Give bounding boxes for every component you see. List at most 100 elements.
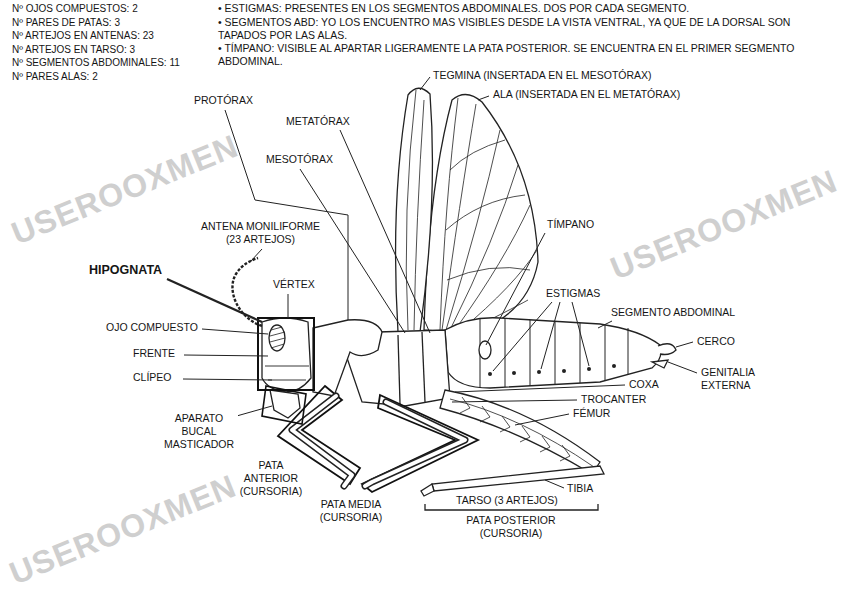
stigma-dot xyxy=(537,370,541,374)
eye-hatching xyxy=(270,327,285,348)
watermark: USEROOXMEN xyxy=(4,468,241,593)
part-label: SEGMENTO ABDOMINAL xyxy=(610,306,736,319)
hind-wing xyxy=(446,195,525,230)
hind-leg xyxy=(460,397,470,413)
hind-leg xyxy=(520,426,530,442)
part-label: GENITALIA EXTERNA xyxy=(700,366,780,392)
stigma-dot xyxy=(488,372,492,376)
stigma-dot xyxy=(612,364,616,368)
leader-line xyxy=(251,249,262,261)
middle-leg xyxy=(365,402,465,486)
cercus xyxy=(658,344,676,355)
part-label: OJO COMPUESTO xyxy=(105,321,199,334)
abdomen xyxy=(530,320,531,386)
hind-wing xyxy=(450,140,505,170)
part-label: TÍMPANO xyxy=(546,218,595,231)
part-label: PROTÓRAX xyxy=(193,94,254,107)
middle-leg xyxy=(365,402,465,486)
stigma-dot xyxy=(488,364,616,376)
hind-wing xyxy=(447,268,530,280)
part-label: TIBIA xyxy=(566,482,594,495)
hind-leg xyxy=(500,416,510,432)
head xyxy=(265,366,309,380)
leader-line xyxy=(300,169,405,333)
part-label: ESTIGMAS xyxy=(545,287,601,300)
hind-wing xyxy=(440,98,537,332)
stigma-dot xyxy=(512,371,516,375)
leader-line xyxy=(668,362,697,373)
part-label: FÉMUR xyxy=(572,407,611,420)
leader-line xyxy=(545,480,564,488)
part-label: ALA (INSERTADA EN EL METATÓRAX) xyxy=(492,88,681,101)
tegmina xyxy=(414,100,424,330)
leader-line xyxy=(486,233,545,345)
pronotum xyxy=(313,320,382,396)
count-note: Nº ARTEJOS EN ANTENAS: 23 xyxy=(12,30,154,42)
count-note: Nº PARES ALAS: 2 xyxy=(12,71,98,83)
stigma-dot xyxy=(562,369,566,373)
mouth-box xyxy=(262,386,306,424)
count-note: Nº OJOS COMPUESTOS: 2 xyxy=(12,3,138,15)
observation-note: • SEGMENTOS ABD: YO LOS ENCUENTRO MAS VI… xyxy=(218,16,818,41)
leader-line xyxy=(515,414,569,425)
leader-line xyxy=(420,77,430,90)
compound-eye xyxy=(269,325,285,351)
hind-wing xyxy=(442,104,476,330)
abdomen xyxy=(555,321,556,384)
leader-line xyxy=(541,302,560,369)
tympanum xyxy=(479,341,491,359)
part-label: PATA POSTERIOR (CURSORIA) xyxy=(450,514,572,540)
middle-leg xyxy=(362,395,478,492)
part-label: TEGMINA (INSERTADA EN EL MESOTÓRAX) xyxy=(432,69,653,82)
head-box xyxy=(258,318,314,390)
leader-line xyxy=(572,302,589,366)
leader-line xyxy=(455,385,625,392)
count-note: Nº PARES DE PATAS: 3 xyxy=(12,17,120,29)
hind-wing xyxy=(440,98,458,330)
part-label: TARSO (3 ARTEJOS) xyxy=(455,494,559,507)
leader-line xyxy=(676,342,693,347)
hind-leg xyxy=(480,406,490,422)
head xyxy=(262,318,311,392)
abdomen xyxy=(480,318,628,388)
part-label: METATÓRAX xyxy=(285,115,351,128)
thorax xyxy=(398,335,400,404)
leader-line xyxy=(288,294,289,318)
genitalia xyxy=(652,360,668,368)
leader-line xyxy=(184,355,268,356)
mouthparts xyxy=(270,390,300,418)
part-label: APARATO BUCAL MASTICADOR xyxy=(160,412,238,451)
stigma-dot xyxy=(587,367,591,371)
leader-line xyxy=(452,400,577,402)
head-type-label: HIPOGNATA xyxy=(88,263,163,278)
hind-leg xyxy=(560,445,570,461)
part-label: MESOTÓRAX xyxy=(265,153,334,166)
hind-wing xyxy=(446,130,500,330)
hind-wing xyxy=(424,94,538,334)
part-label: FRENTE xyxy=(132,347,176,360)
observation-note: • ESTIGMAS: PRESENTES EN LOS SEGMENTOS A… xyxy=(218,2,818,15)
tegmina xyxy=(396,88,433,332)
hind-tarsus xyxy=(421,484,434,496)
middle-leg xyxy=(362,395,478,492)
part-label: VÉRTEX xyxy=(272,278,316,291)
leader-line xyxy=(478,96,489,100)
thorax xyxy=(422,332,425,402)
pronotum xyxy=(313,320,382,396)
leader-line xyxy=(598,321,612,328)
leader-line xyxy=(202,329,268,334)
leader-line xyxy=(183,379,272,380)
count-note: Nº ARTEJOS EN TARSO: 3 xyxy=(12,44,135,56)
count-note: Nº SEGMENTOS ABDOMINALES: 11 xyxy=(12,57,180,69)
hind-wing xyxy=(455,205,530,330)
part-label: PATA ANTERIOR (CURSORIA) xyxy=(234,459,308,498)
observation-note: • TÍMPANO: VISIBLE AL APARTAR LIGERAMENT… xyxy=(218,42,818,67)
abdomen xyxy=(605,325,606,381)
part-label: TROCANTER xyxy=(580,393,647,406)
part-label: CERCO xyxy=(696,335,736,348)
part-label: CLÍPEO xyxy=(132,371,173,384)
abdomen xyxy=(505,318,506,387)
hind-femur xyxy=(440,390,600,474)
part-label: COXA xyxy=(628,378,660,391)
